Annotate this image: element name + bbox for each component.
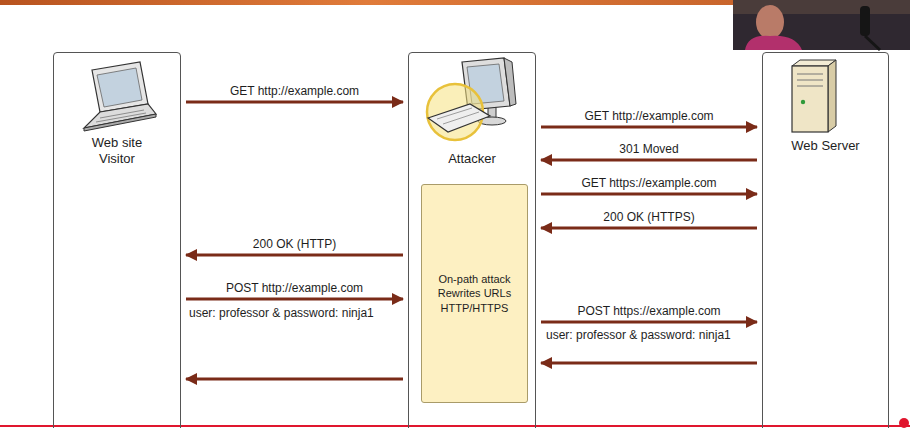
- message-arrow: [186, 378, 403, 381]
- lifeline-title: Web Server: [770, 138, 882, 154]
- message-arrow: [541, 227, 757, 230]
- top-bar: [0, 0, 733, 5]
- progress-dot: [899, 418, 909, 428]
- laptop-icon: [84, 62, 156, 131]
- message-label: 301 Moved: [617, 142, 680, 156]
- lifeline-title: Web site Visitor: [75, 135, 159, 168]
- server-icon: [792, 60, 836, 132]
- credentials-note: user: professor & password: ninja1: [545, 328, 732, 342]
- message-label: 200 OK (HTTPS): [601, 210, 696, 224]
- message-arrow: [541, 321, 757, 324]
- message-label: GET http://example.com: [582, 109, 715, 123]
- bottom-bar: [0, 425, 910, 427]
- message-arrow: [541, 362, 757, 365]
- message-label: GET http://example.com: [228, 84, 361, 98]
- webcam-overlay: [733, 0, 910, 50]
- lifeline-title: Attacker: [420, 151, 524, 167]
- message-arrow: [186, 298, 403, 301]
- lifeline-box: Web Server: [762, 52, 889, 428]
- message-label: GET https://example.com: [579, 176, 718, 190]
- message-arrow: [186, 254, 403, 257]
- lifeline-box: AttackerOn-path attack Rewrites URLs HTT…: [408, 52, 536, 428]
- lifeline-box: Web site Visitor: [53, 52, 181, 428]
- attacker-computer-icon: [427, 58, 516, 140]
- message-label: 200 OK (HTTP): [251, 237, 338, 251]
- box-text: On-path attack Rewrites URLs HTTP/HTTPS: [431, 272, 519, 315]
- credentials-note: user: professor & password: ninja1: [188, 306, 375, 320]
- message-label: POST http://example.com: [224, 281, 365, 295]
- message-arrow: [541, 126, 757, 129]
- message-arrow: [186, 101, 403, 104]
- message-arrow: [541, 159, 757, 162]
- message-arrow: [541, 193, 757, 196]
- message-label: POST https://example.com: [575, 304, 722, 318]
- process-box: On-path attack Rewrites URLs HTTP/HTTPS: [421, 184, 528, 403]
